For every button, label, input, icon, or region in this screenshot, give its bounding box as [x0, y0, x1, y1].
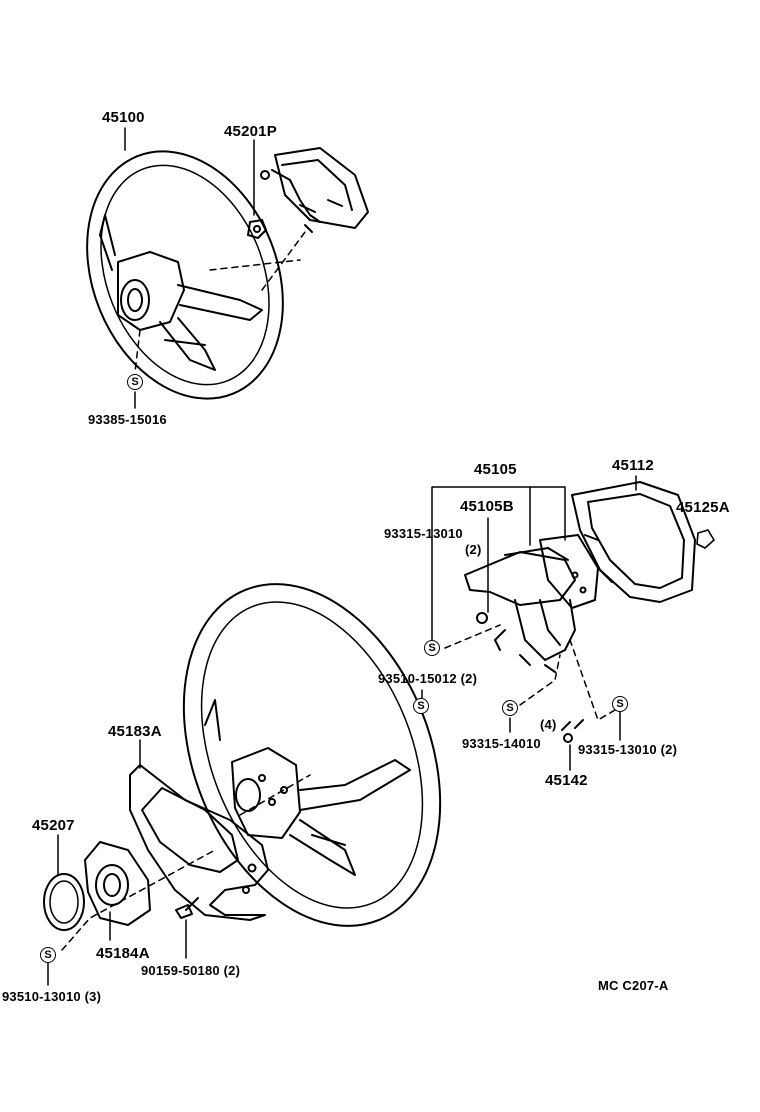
label-45142: 45142 [545, 772, 588, 789]
dash-hub-to-pad [209, 227, 309, 291]
s-symbol-icon: S [127, 374, 143, 390]
label-93315-13010: 93315-13010 [384, 526, 463, 541]
label-45125A: 45125A [676, 499, 730, 516]
dash-s-to-13010 [569, 639, 616, 721]
spiral-45184A [84, 841, 151, 926]
dash-s-to-95 [519, 654, 561, 706]
s-symbol-icon: S [40, 947, 56, 963]
label-93315-14010: 93315-14010 [462, 736, 541, 751]
emblem-45125A [696, 529, 715, 549]
s-symbol-icon: S [612, 696, 628, 712]
label-45183A: 45183A [108, 723, 162, 740]
label-93315-13010-2: 93315-13010 (2) [578, 742, 678, 757]
label-93385-15016: 93385-15016 [88, 412, 167, 427]
s-symbol-icon: S [413, 698, 429, 714]
label-45201P: 45201P [224, 123, 277, 140]
label-45105: 45105 [474, 461, 517, 478]
dash-s-to-ring [61, 849, 216, 951]
label-93510-15012: 93510-15012 (2) [378, 671, 478, 686]
ring-45207 [43, 873, 85, 931]
lower-cover-45183A [129, 764, 269, 921]
label-45105B: 45105B [460, 498, 514, 515]
bolt-90159-icon [175, 897, 199, 919]
diagram-reference-code: MC C207-A [598, 978, 669, 993]
steering-wheel-top [86, 150, 284, 400]
dash-s-to-bracket [444, 624, 501, 649]
label-45184A: 45184A [96, 945, 150, 962]
horn-pad-45201P [260, 147, 369, 233]
dash-wheel-45183 [239, 774, 311, 816]
cover-45112 [571, 481, 696, 603]
label-90159-50180: 90159-50180 (2) [141, 963, 241, 978]
s-symbol-icon: S [424, 640, 440, 656]
screw-45142-icon [561, 719, 584, 743]
s-symbol-icon: S [502, 700, 518, 716]
label-93510-13010: 93510-13010 (3) [2, 989, 102, 1004]
label-qty-2: (2) [465, 542, 482, 557]
label-qty-4: (4) [540, 717, 557, 732]
label-45112: 45112 [612, 457, 654, 474]
plate-45105B [539, 534, 599, 609]
label-45207: 45207 [32, 817, 75, 834]
bracket-45105 [431, 486, 566, 641]
dash-hub-to-s1 [134, 329, 141, 373]
bracket-45105 [464, 547, 576, 673]
label-45100: 45100 [102, 109, 145, 126]
nut-icon [247, 219, 267, 239]
